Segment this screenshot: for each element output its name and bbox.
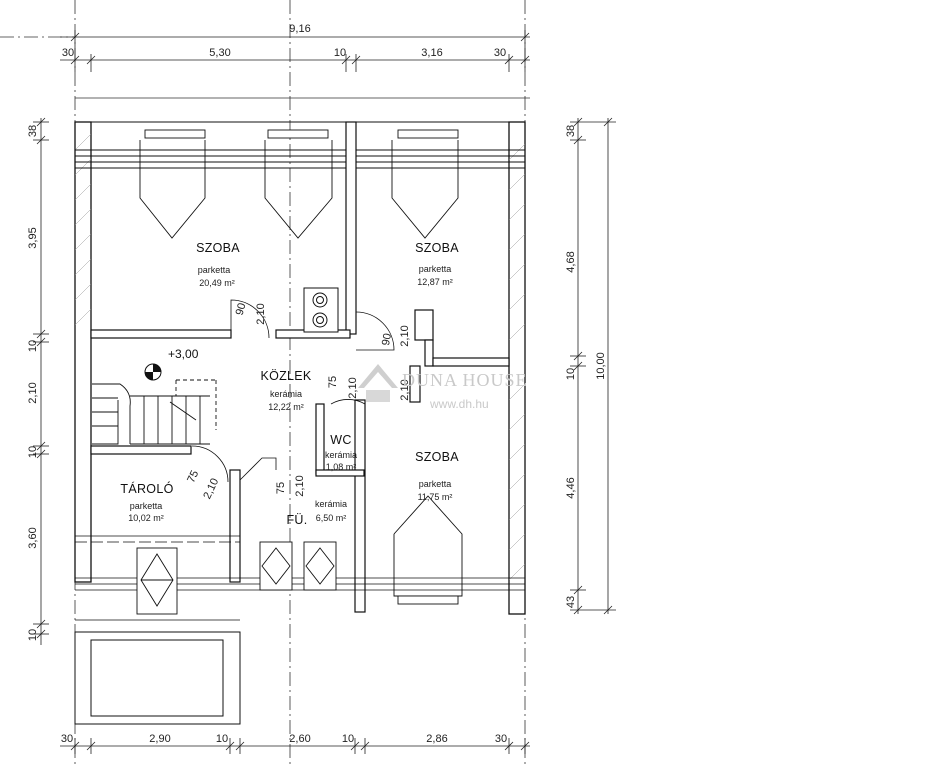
right-dimension-chain [570, 117, 616, 615]
chimney [303, 287, 339, 333]
room-szoba-1: SZOBA parketta 20,49 m² [196, 241, 240, 288]
room-kozlek: KÖZLEK kerámia 12,22 m² [260, 369, 311, 412]
roof-window-1 [139, 129, 206, 239]
interior-walls [90, 121, 510, 613]
room-floor: parketta [419, 479, 452, 489]
exterior-walls [74, 121, 526, 615]
watermark-url: www.dh.hu [429, 397, 489, 411]
dim-left-1: 38 [27, 125, 39, 137]
dim-right-2: 4,68 [565, 251, 577, 272]
dim-left-5: 10 [27, 446, 39, 458]
room-area: 11,75 m² [418, 492, 453, 502]
room-floor: kerámia [270, 389, 302, 399]
terrace [74, 631, 241, 725]
dim-bottom-segment-1: 2,90 [149, 733, 170, 745]
room-floor: parketta [130, 501, 163, 511]
dim-top-total: 9,16 [289, 23, 310, 35]
dim-right-total: 10,00 [595, 352, 607, 380]
small-window-storage [136, 547, 178, 615]
small-window-bath-2 [303, 541, 337, 591]
dim-top-left-wall: 30 [62, 47, 74, 59]
roof-window-4 [393, 495, 463, 605]
room-area: 1,08 m² [326, 462, 357, 472]
room-floor: parketta [198, 265, 231, 275]
room-area: 12,87 m² [417, 277, 453, 287]
door-1-height: 2,10 [255, 303, 267, 324]
small-window-bath-1 [259, 541, 293, 591]
elevation-marker [144, 363, 162, 381]
dim-bottom-segment-2: 2,60 [289, 733, 310, 745]
door-swings [191, 299, 395, 483]
dim-right-5: 43 [565, 596, 577, 608]
door-2-width: 90 [380, 332, 394, 346]
room-area: 20,49 m² [199, 278, 235, 288]
room-name: SZOBA [415, 241, 459, 255]
door-3-height: 2,10 [347, 377, 359, 398]
room-floor: kerámia [325, 450, 357, 460]
elevation-label: +3,00 [168, 347, 199, 361]
house-logo-icon [358, 364, 398, 402]
room-area: 12,22 m² [268, 402, 304, 412]
dim-top-segment-2: 3,16 [421, 47, 442, 59]
dim-top-mid-wall: 10 [334, 47, 346, 59]
dim-top-segment-1: 5,30 [209, 47, 230, 59]
bottom-dimension-chain [60, 738, 530, 754]
room-area: 6,50 m² [316, 513, 347, 523]
dim-bottom-wall-1: 10 [216, 733, 228, 745]
door-1-width: 90 [234, 302, 249, 317]
door-6-width: 75 [275, 482, 287, 494]
staircase [92, 379, 217, 445]
dim-bottom-left-wall: 30 [61, 733, 73, 745]
room-name: WC [330, 433, 351, 447]
dim-bottom-segment-3: 2,86 [426, 733, 447, 745]
dim-top-right-wall: 30 [494, 47, 506, 59]
dim-left-3: 10 [27, 340, 39, 352]
room-szoba-2: SZOBA parketta 12,87 m² [415, 241, 459, 287]
room-floor: parketta [419, 264, 452, 274]
room-area: 10,02 m² [128, 513, 164, 523]
door-5-width: 75 [185, 469, 201, 485]
door-2-height: 2,10 [399, 325, 411, 346]
room-szoba-3: SZOBA parketta 11,75 m² [415, 450, 459, 502]
room-furdo: FÜ. kerámia 6,50 m² [286, 499, 347, 527]
top-dimension-chain [60, 30, 530, 72]
watermark-brand: DUNA HOUSE [402, 370, 528, 390]
room-wc: WC kerámia 1,08 m² [325, 433, 357, 472]
dim-bottom-wall-2: 10 [342, 733, 354, 745]
room-tarolo: TÁROLÓ parketta 10,02 m² [120, 481, 173, 523]
dim-left-2: 3,95 [27, 227, 39, 248]
room-name: SZOBA [196, 241, 240, 255]
dim-bottom-right-wall: 30 [495, 733, 507, 745]
dim-left-7: 10 [27, 629, 39, 641]
door-5-height: 2,10 [201, 476, 221, 500]
door-3-width: 75 [327, 376, 339, 388]
room-name: SZOBA [415, 450, 459, 464]
roof-window-2 [264, 129, 333, 239]
top-wall-band [75, 149, 525, 169]
room-floor: kerámia [315, 499, 347, 509]
dim-right-1: 38 [565, 125, 577, 137]
room-name: FÜ. [286, 513, 307, 527]
dim-right-3: 10 [565, 368, 577, 380]
roof-window-3 [391, 129, 459, 239]
door-4-height: 2,10 [399, 379, 411, 400]
room-name: KÖZLEK [260, 369, 311, 383]
left-dimension-chain [33, 117, 49, 645]
door-6-height: 2,10 [294, 475, 306, 496]
dim-left-6: 3,60 [27, 527, 39, 548]
room-name: TÁROLÓ [120, 481, 173, 496]
watermark: DUNA HOUSE www.dh.hu [358, 364, 528, 411]
dim-left-4: 2,10 [27, 382, 39, 403]
dim-right-4: 4,46 [565, 477, 577, 498]
